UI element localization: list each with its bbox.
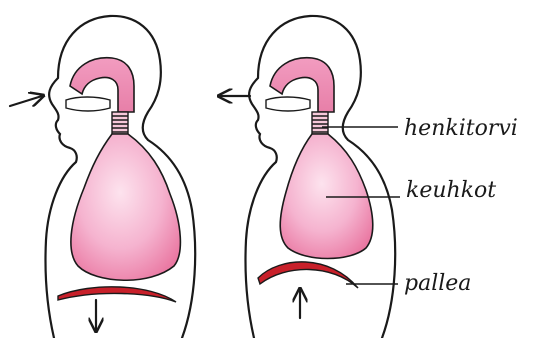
- trachea-inhale: [112, 112, 128, 134]
- label-keuhkot: keuhkot: [406, 180, 496, 202]
- diaphragm-inhale: [58, 287, 176, 302]
- mouth-exhale: [266, 97, 310, 111]
- label-henkitorvi: henkitorvi: [404, 118, 518, 140]
- mouth-inhale: [66, 97, 110, 111]
- lungs-inhale: [71, 134, 181, 280]
- figure-inhale: [10, 16, 195, 338]
- label-pallea: pallea: [404, 273, 471, 295]
- trachea-exhale: [312, 112, 328, 134]
- diaphragm-exhale: [258, 262, 358, 288]
- figure-exhale: [220, 16, 395, 338]
- air-arrow-in: [10, 96, 42, 106]
